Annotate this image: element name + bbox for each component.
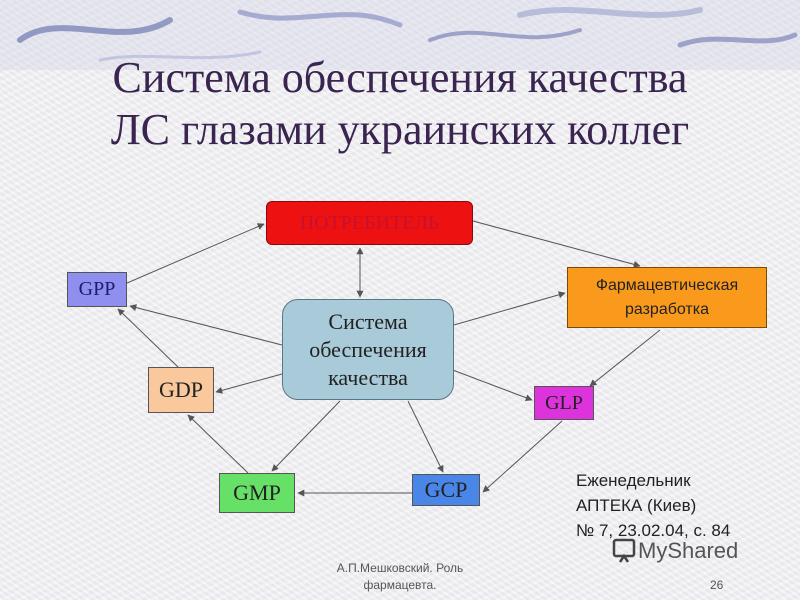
node-consumer: ПОТРЕБИТЕЛЬ xyxy=(266,201,473,245)
arrow-gmp-to-gdp xyxy=(187,414,249,474)
node-pharma-development: Фармацевтическая разработка xyxy=(567,267,767,328)
node-pharma-line-1: Фармацевтическая xyxy=(595,276,739,294)
node-quality-system: Система обеспечения качества xyxy=(282,299,454,400)
node-gmp: GMP xyxy=(219,473,295,513)
arrow-quality-to-gmp xyxy=(271,400,341,472)
arrow-quality-to-pharma xyxy=(453,291,566,326)
arrow-quality-to-gpp xyxy=(129,304,283,346)
svg-text:MyShared: MyShared xyxy=(638,538,738,563)
source-line-3: № 7, 23.02.04, с. 84 xyxy=(576,521,731,540)
myshared-watermark-logo: MyShared xyxy=(612,538,738,563)
footer-author-line-1: А.П.Мешковский. Роль xyxy=(336,561,464,575)
node-gpp-label: GPP xyxy=(78,278,116,300)
node-quality-line-2: обеспечения xyxy=(309,336,427,362)
footer-author-line-2: фармацевта. xyxy=(363,578,437,592)
node-gcp: GCP xyxy=(412,474,480,506)
node-gdp: GDP xyxy=(148,367,214,413)
node-gmp-label: GMP xyxy=(233,480,281,505)
title-line-1: Система обеспечения качества xyxy=(112,53,688,102)
footer-page-number: 26 xyxy=(710,578,724,592)
arrow-quality-to-glp xyxy=(449,368,533,402)
arrow-quality-to-gcp xyxy=(407,400,444,473)
source-line-2: АПТЕКА (Киев) xyxy=(576,496,697,515)
decorative-top-band xyxy=(0,0,800,70)
node-gcp-label: GCP xyxy=(424,477,468,502)
title-line-2: ЛС глазами украинских коллег xyxy=(110,105,690,154)
arrow-gpp-to-consumer xyxy=(126,223,265,284)
node-pharma-line-2: разработка xyxy=(624,300,710,318)
node-consumer-label: ПОТРЕБИТЕЛЬ xyxy=(299,211,440,234)
slide-title: Система обеспечения качества ЛС глазами … xyxy=(0,52,800,156)
arrow-glp-to-gcp xyxy=(482,420,563,493)
source-line-1: Еженедельник xyxy=(576,471,691,490)
node-glp: GLP xyxy=(534,386,594,420)
node-glp-label: GLP xyxy=(545,391,583,414)
footer-author: А.П.Мешковский. Роль фармацевта. xyxy=(280,560,520,594)
node-gdp-label: GDP xyxy=(158,377,203,402)
arrow-consumer-to-pharma xyxy=(472,220,641,268)
node-quality-line-3: качества xyxy=(328,364,408,390)
source-citation: Еженедельник АПТЕКА (Киев) № 7, 23.02.04… xyxy=(576,468,796,543)
node-quality-line-1: Система xyxy=(328,308,408,334)
arrow-quality-to-gdp xyxy=(215,373,283,394)
arrow-pharma-to-glp xyxy=(589,329,661,387)
arrow-gdp-to-gpp xyxy=(117,308,179,368)
node-gpp: GPP xyxy=(67,272,127,307)
